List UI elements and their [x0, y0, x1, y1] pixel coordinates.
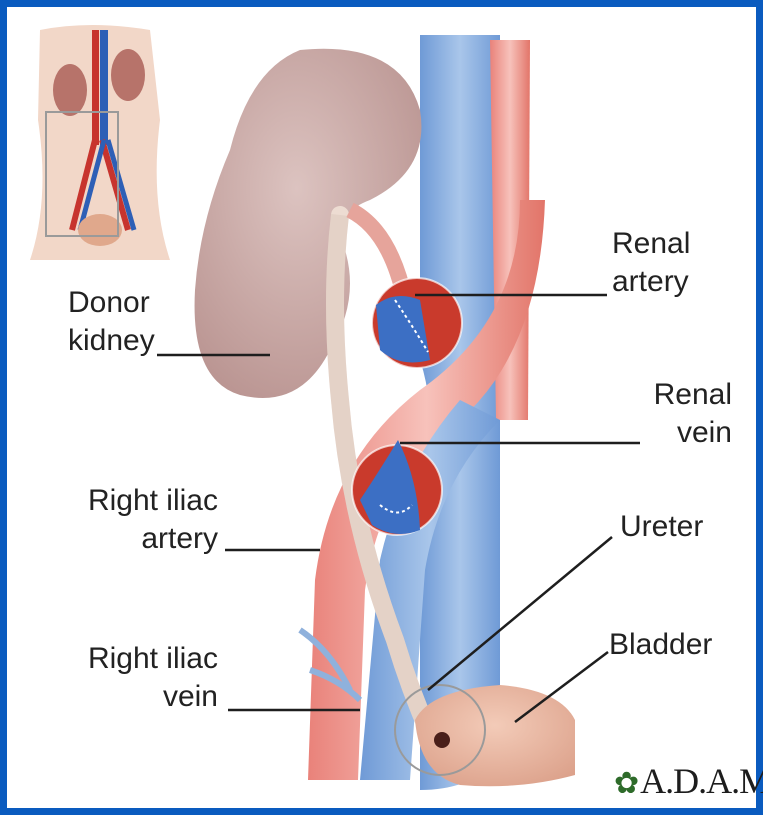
label-bladder: Bladder — [609, 626, 712, 664]
label-donor-kidney: Donor kidney — [68, 284, 155, 360]
logo-text: A.D.A.M. — [640, 761, 763, 801]
inset-kidney-right — [111, 49, 145, 101]
label-renal-vein: Renal vein — [640, 376, 732, 452]
label-ureter: Ureter — [620, 508, 703, 546]
inset-kidney-left — [53, 64, 87, 116]
label-right-iliac-vein: Right iliac vein — [70, 640, 218, 716]
leaf-icon: ✿ — [614, 767, 638, 800]
adam-logo: ✿A.D.A.M. — [614, 760, 763, 802]
torso-inset — [30, 25, 170, 260]
label-right-iliac-artery: Right iliac artery — [68, 482, 218, 558]
renal-artery-anastomosis — [372, 278, 462, 368]
label-renal-artery: Renal artery — [612, 225, 690, 301]
